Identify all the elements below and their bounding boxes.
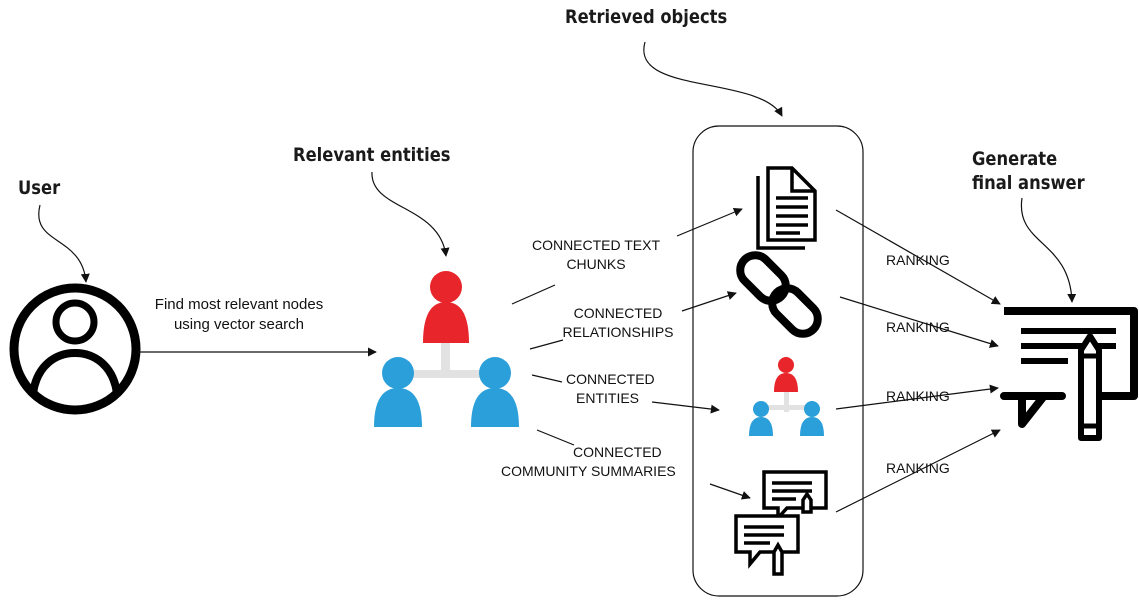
ranking-label-2: RANKING xyxy=(886,319,950,335)
user-callout-arrow xyxy=(38,204,90,283)
retrieved-callout-arrow xyxy=(643,41,783,117)
ranking-arrow-4 xyxy=(835,429,1001,513)
retrieved-objects-box xyxy=(692,125,864,597)
arrow-comm-label-to-chat xyxy=(709,483,751,500)
relationships-label-line1: CONNECTED xyxy=(573,305,663,321)
relevant-entities-heading: Relevant entities xyxy=(293,144,451,166)
search-label-line2: using vector search xyxy=(173,316,305,333)
community-label-line1: CONNECTED xyxy=(573,444,662,460)
ranking-label-3: RANKING xyxy=(886,388,950,404)
entities-callout-arrow xyxy=(371,171,450,257)
ranking-label-4: RANKING xyxy=(886,460,950,476)
chat-bubbles-icon xyxy=(734,470,828,576)
user-icon xyxy=(9,283,141,415)
ranking-label-1: RANKING xyxy=(886,252,950,268)
arrow-text-label-to-doc xyxy=(676,207,743,237)
arrow-rel-label-to-links xyxy=(681,291,737,312)
entities-label-line2: ENTITIES xyxy=(576,390,640,406)
user-heading: User xyxy=(18,177,61,199)
chain-link-icon xyxy=(736,251,822,338)
arrow-ent-label-to-entities xyxy=(651,401,720,414)
answer-callout-arrow xyxy=(1020,197,1077,303)
retrieved-objects-heading: Retrieved objects xyxy=(565,6,728,28)
relationships-label-line2: RELATIONSHIPS xyxy=(562,324,674,340)
ranking-arrow-2 xyxy=(839,296,999,348)
document-icon xyxy=(756,166,817,250)
generate-heading-line1: Generate xyxy=(972,148,1058,170)
entities-label-line1: CONNECTED xyxy=(566,371,655,387)
text-chunks-label-line1: CONNECTED TEXT xyxy=(531,237,661,253)
ranking-arrow-1 xyxy=(835,209,1001,305)
generate-heading-line2: final answer xyxy=(972,172,1085,194)
text-chunks-label-line2: CHUNKS xyxy=(566,256,626,272)
answer-bubble-pencil-icon xyxy=(1000,307,1138,441)
arrow-entities-to-rel-label xyxy=(529,339,564,350)
arrow-entities-to-text-label xyxy=(511,284,556,305)
arrow-entities-to-ent-label xyxy=(531,374,563,383)
community-label-line2: COMMUNITY SUMMARIES xyxy=(501,463,676,479)
ranking-arrow-3 xyxy=(835,384,999,410)
small-entity-graph-icon xyxy=(749,357,824,436)
arrow-entities-to-comm-label xyxy=(536,429,575,446)
search-label-line1: Find most relevant nodes xyxy=(154,296,324,313)
entity-graph-icon xyxy=(374,271,519,427)
